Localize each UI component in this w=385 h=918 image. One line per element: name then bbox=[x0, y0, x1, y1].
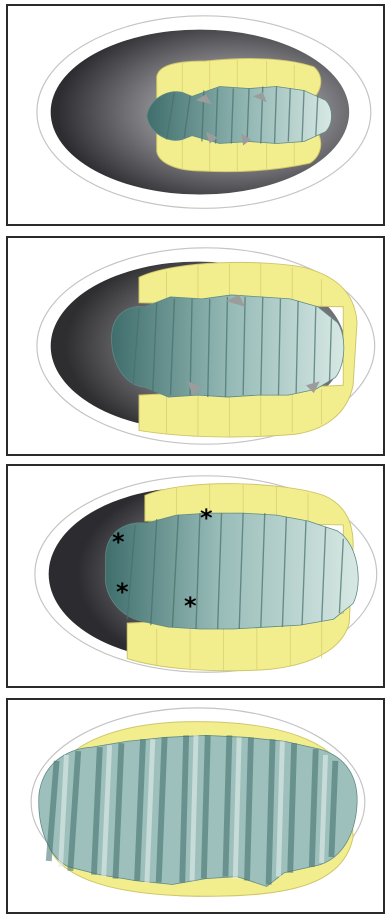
asterisk-marker-anterior-top: * bbox=[112, 530, 125, 554]
embryo-illustration-4 bbox=[8, 700, 383, 912]
embryo-panel-2 bbox=[6, 236, 385, 456]
embryo-panel-1 bbox=[6, 4, 385, 226]
asterisk-marker-top: * bbox=[200, 506, 213, 530]
asterisk-marker-bottom: * bbox=[184, 594, 197, 618]
embryo-illustration-1 bbox=[8, 6, 383, 224]
epidermis-band bbox=[147, 87, 332, 146]
embryo-illustration-3 bbox=[8, 466, 383, 686]
embryo-panel-4 bbox=[6, 698, 385, 914]
embryo-illustration-2 bbox=[8, 238, 383, 454]
epidermis-band bbox=[39, 735, 357, 886]
epidermis-band bbox=[112, 295, 344, 397]
epidermis-band bbox=[105, 513, 358, 629]
asterisk-marker-anterior-bottom: * bbox=[116, 580, 129, 604]
embryo-panel-3: * * * * bbox=[6, 464, 385, 688]
